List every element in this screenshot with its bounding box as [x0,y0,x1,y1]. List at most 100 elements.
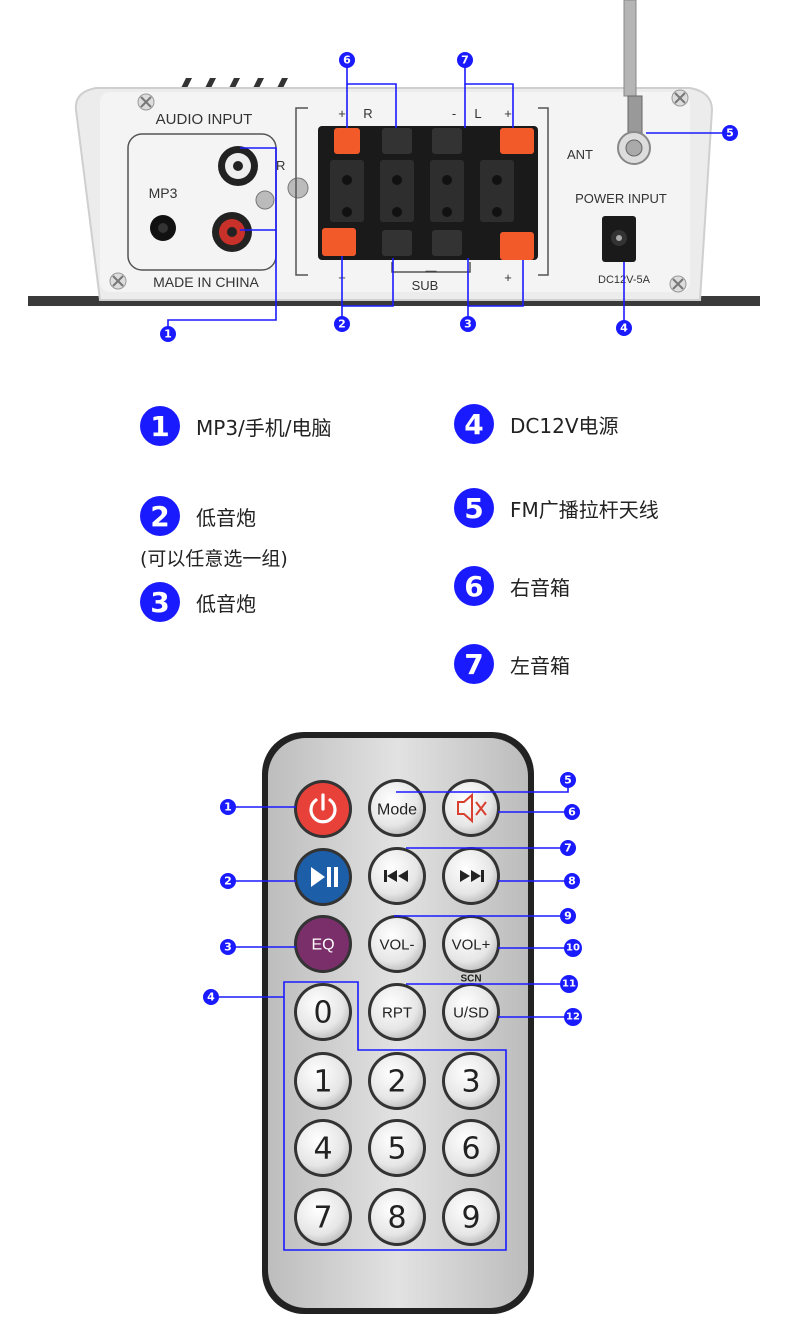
vol-plus-button[interactable]: VOL+ [442,915,500,973]
digit-8-label: 8 [387,1201,406,1236]
terminal-clip-black [382,128,462,256]
rca-red-jack [212,212,252,252]
made-in-label: MADE IN CHINA [153,274,259,290]
digit-1-label: 1 [313,1065,332,1100]
svg-text:12: 12 [566,1012,580,1023]
scn-label: SCN [460,974,481,985]
prev-button[interactable] [368,847,426,905]
remote-control: Mode [203,732,582,1314]
power-icon [309,793,337,824]
digit-1-button[interactable]: 1 [294,1052,352,1110]
legend-number-badge: 4 [454,404,494,444]
digit-5-button[interactable]: 5 [368,1119,426,1177]
sub-minus-label: — [426,265,437,277]
svg-text:7: 7 [564,842,572,855]
legend-item: 2 低音炮 [140,496,256,536]
vol-minus-button[interactable]: VOL- [368,915,426,973]
play-pause-button[interactable] [294,848,352,906]
digit-3-button[interactable]: 3 [442,1052,500,1110]
digit-0-button[interactable]: 0 [294,983,352,1041]
digit-9-button[interactable]: 9 [442,1188,500,1246]
digit-2-button[interactable]: 2 [368,1052,426,1110]
vol-minus-label: VOL- [379,937,414,954]
digit-7-button[interactable]: 7 [294,1188,352,1246]
eq-button[interactable]: EQ [294,915,352,973]
legend-label: DC12V电源 [510,413,619,438]
svg-text:4: 4 [207,991,215,1004]
terminal-minus-label: - [452,106,456,121]
legend-item: 1 MP3/手机/电脑 [140,406,332,446]
digit-4-label: 4 [313,1132,332,1167]
power-input-label: POWER INPUT [575,191,667,206]
svg-text:1: 1 [224,801,232,814]
legend-note: (可以任意选一组) [140,548,288,570]
digit-7-label: 7 [313,1201,332,1236]
legend-item: 6 右音箱 [454,566,570,606]
svg-text:8: 8 [568,875,576,888]
rpt-label: RPT [382,1005,412,1022]
remote-callout-badges: 1 2 3 4 5 6 7 8 9 10 11 12 [203,772,582,1026]
mode-button[interactable]: Mode [368,779,426,837]
mp3-label: MP3 [149,185,178,201]
svg-text:2: 2 [224,875,232,888]
digit-6-button[interactable]: 6 [442,1119,500,1177]
usd-button[interactable]: U/SD [442,983,500,1041]
antenna [617,0,651,165]
legend-label: MP3/手机/电脑 [196,415,332,440]
digit-8-button[interactable]: 8 [368,1188,426,1246]
eq-button-label: EQ [311,937,334,954]
svg-text:11: 11 [562,979,576,990]
digit-6-label: 6 [461,1132,480,1167]
legend-number-badge: 1 [140,406,180,446]
terminal-l-label: L [474,106,481,121]
sub-label: SUB [412,278,439,293]
rca-r-label: R [276,158,285,173]
mute-icon [457,792,487,824]
next-button[interactable] [442,847,500,905]
legend-label: FM广播拉杆天线 [510,497,659,522]
legend-item: 7 左音箱 [454,644,570,684]
legend-number-badge: 2 [140,496,180,536]
rpt-button[interactable]: RPT [368,983,426,1041]
svg-text:5: 5 [564,774,572,787]
legend-item: 3 低音炮 [140,582,256,622]
remote-callout-lines [212,782,570,1251]
svg-text:3: 3 [464,318,472,331]
play-pause-icon [311,867,338,887]
legend-number-badge: 5 [454,488,494,528]
power-button[interactable] [294,780,352,838]
panel-callout-badges: 1 2 3 4 5 6 7 [160,52,738,342]
svg-text:7: 7 [461,54,469,67]
terminal-clip-red [322,128,534,260]
svg-text:10: 10 [566,943,580,954]
legend-number-badge: 7 [454,644,494,684]
digit-4-button[interactable]: 4 [294,1119,352,1177]
legend-label: 右音箱 [510,575,570,600]
previous-track-icon [384,870,408,882]
legend-number-badge: 6 [454,566,494,606]
mute-button[interactable] [442,779,500,837]
amplifier-back-panel: AUDIO INPUT MP3 R MADE IN CHINA + R - L … [28,0,760,342]
legend-label: 低音炮 [196,505,256,530]
terminal-plus-label: + [338,106,346,121]
terminal-plus-label: + [504,106,512,121]
digit-5-label: 5 [387,1132,406,1167]
legend-item: 4 DC12V电源 [454,404,619,444]
ant-label: ANT [567,147,593,162]
digit-2-label: 2 [387,1065,406,1100]
svg-text:4: 4 [620,322,628,335]
svg-text:9: 9 [564,910,572,923]
audio-input-label: AUDIO INPUT [156,111,253,128]
vol-plus-label: VOL+ [452,937,491,954]
digit-3-label: 3 [461,1065,480,1100]
next-track-icon [460,870,484,882]
svg-text:5: 5 [726,127,734,140]
digit-9-label: 9 [461,1201,480,1236]
legend-item: 5 FM广播拉杆天线 [454,488,659,528]
rca-white-jack [218,146,258,186]
usd-label: U/SD [453,1005,489,1022]
svg-text:2: 2 [338,318,346,331]
mode-button-label: Mode [377,802,417,819]
sub-plus-right-label: + [504,270,512,285]
digit-0-label: 0 [313,996,332,1031]
